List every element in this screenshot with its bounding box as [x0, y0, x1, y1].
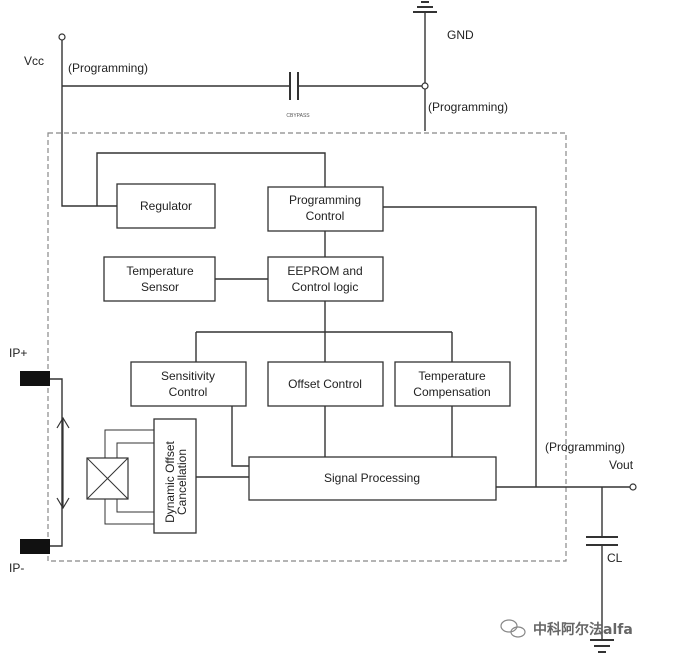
- output-ground-icon: [590, 639, 614, 653]
- ip-minus-pin[interactable]: [20, 539, 50, 554]
- sensitivity-control-text-2: Control: [169, 385, 208, 399]
- offset-control-block: [267, 361, 384, 407]
- sensitivity-control-text-1: Sensitivity: [161, 369, 215, 383]
- gnd-programming-node[interactable]: [421, 82, 429, 90]
- temperature-sensor-text-1: Temperature: [126, 264, 194, 278]
- temperature-compensation-text-2: Compensation: [413, 385, 490, 399]
- ip-plus-pin[interactable]: [20, 371, 50, 386]
- eeprom-text-1: EEPROM and: [287, 264, 362, 278]
- wechat-icon: [500, 619, 526, 638]
- offset-control-text: Offset Control: [288, 377, 362, 391]
- signal-processing-block: [248, 456, 497, 501]
- chip-boundary: [47, 132, 567, 562]
- cl-label: CL: [607, 551, 623, 565]
- vout-label: Vout: [609, 458, 634, 472]
- ip-plus-label: IP+: [9, 346, 27, 360]
- temperature-compensation-block: [394, 361, 511, 407]
- signal-processing-text: Signal Processing: [324, 471, 420, 485]
- eeprom-text-2: Control logic: [292, 280, 359, 294]
- ip-minus-label: IP-: [9, 561, 24, 575]
- hall-sensor-icon: [86, 457, 129, 500]
- eeprom-block: [267, 256, 384, 302]
- vcc-terminal[interactable]: [58, 33, 66, 41]
- vout-terminal[interactable]: [629, 483, 637, 491]
- programming-label-right: (Programming): [428, 100, 508, 114]
- dynamic-offset-text-2: Cancellation: [175, 449, 189, 515]
- sensitivity-control-block: [130, 361, 247, 407]
- ground-icon: [413, 1, 437, 13]
- programming-control-text-2: Control: [306, 209, 345, 223]
- current-flow-arrow-icon: [56, 416, 70, 510]
- regulator-text: Regulator: [140, 199, 192, 213]
- dynamic-offset-text-1: Dynamic Offset: [163, 440, 177, 522]
- temperature-compensation-text-1: Temperature: [418, 369, 486, 383]
- programming-control-text-1: Programming: [289, 193, 361, 207]
- capacitor-label: CBYPASS: [286, 113, 310, 119]
- temperature-sensor-block: [103, 256, 216, 302]
- vcc-label: Vcc: [24, 54, 44, 68]
- watermark-text: 中科阿尔法alfa: [533, 621, 633, 638]
- programming-control-block: [267, 186, 384, 232]
- programming-label-vout: (Programming): [545, 440, 625, 454]
- dynamic-offset-block: [153, 418, 197, 534]
- gnd-label: GND: [447, 28, 474, 42]
- programming-label-left: (Programming): [68, 61, 148, 75]
- temperature-sensor-text-2: Sensor: [141, 280, 179, 294]
- regulator-block: [116, 183, 216, 229]
